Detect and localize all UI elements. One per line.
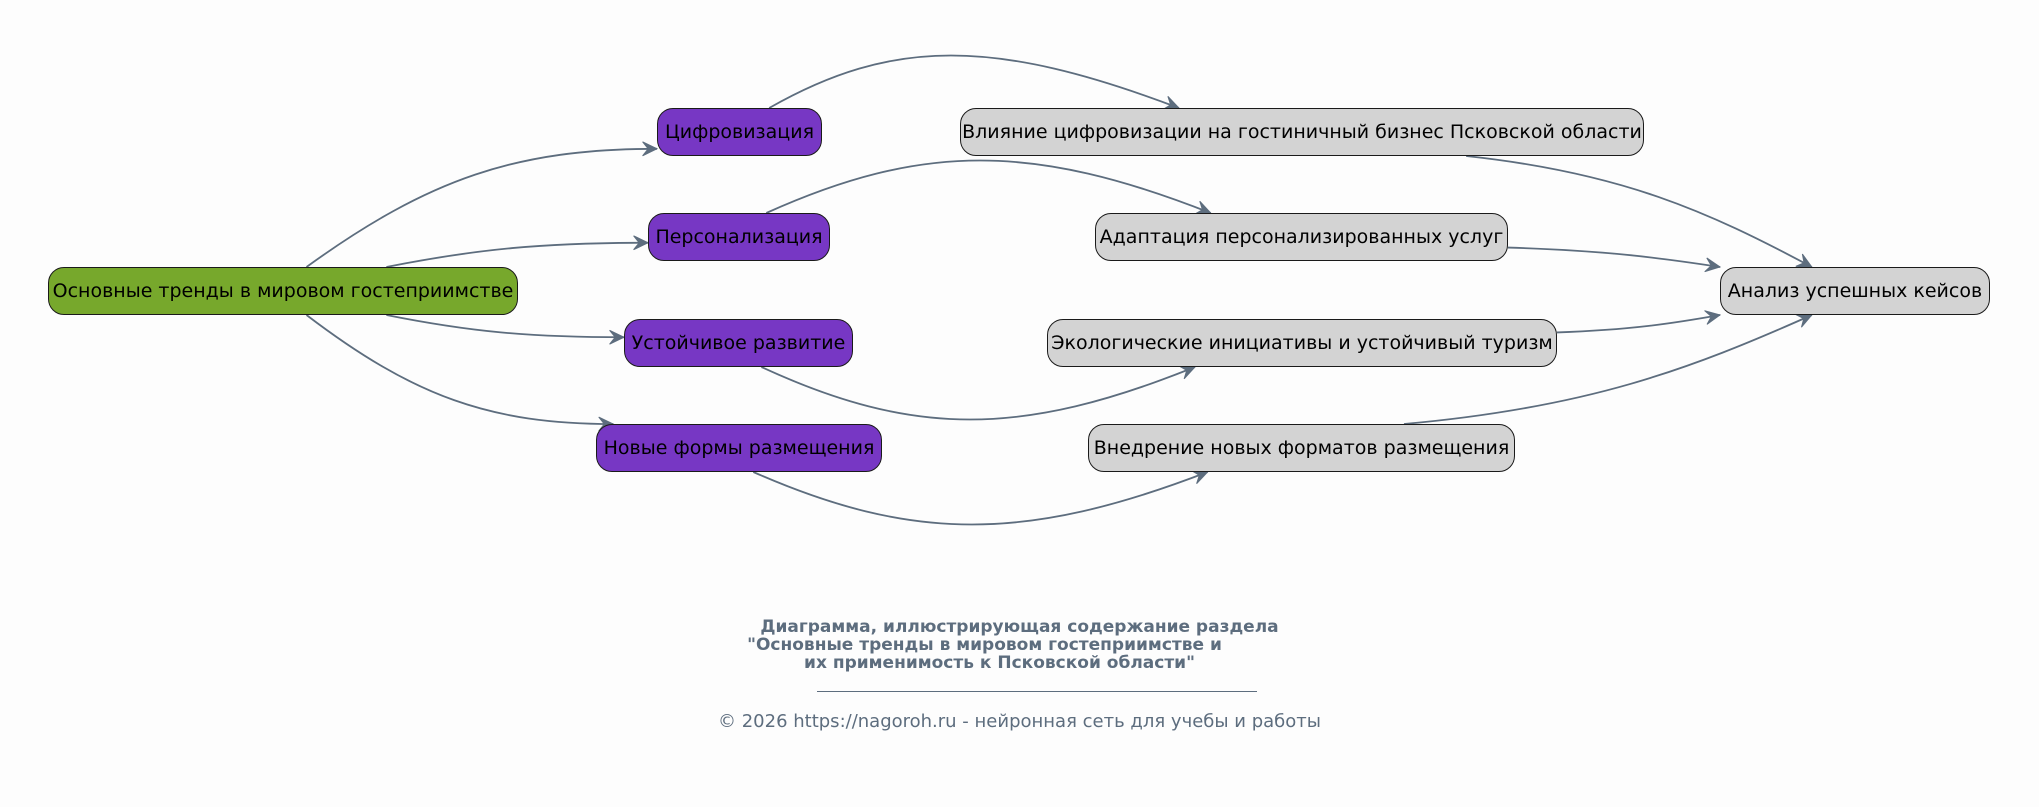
edge-digitalization-to-digital_impact: [768, 54, 1180, 109]
edge-new_accommodation-to-new_formats: [752, 471, 1208, 526]
caption-line-2: "Основные тренды в мировом гостеприимств…: [747, 635, 1222, 655]
edge-eco_initiatives-to-case_analysis: [1556, 314, 1721, 334]
node-digital-impact[interactable]: Влияние цифровизации на гостиничный бизн…: [960, 108, 1644, 156]
edge-root-to-digitalization: [305, 147, 658, 268]
caption-divider: [817, 691, 1257, 692]
arrowhead-icon: [1795, 253, 1813, 268]
node-personalization[interactable]: Персонализация: [648, 213, 830, 261]
node-new-accommodation[interactable]: Новые формы размещения: [596, 424, 882, 472]
arrowhead-icon: [633, 235, 650, 251]
node-new-formats[interactable]: Внедрение новых форматов размещения: [1088, 424, 1515, 472]
node-label: Персонализация: [655, 226, 823, 248]
node-sustainability[interactable]: Устойчивое развитие: [624, 319, 853, 367]
caption-line-1: Диаграмма, иллюстрирующая содержание раз…: [760, 617, 1279, 637]
edge-new_formats-to-case_analysis: [1403, 314, 1813, 425]
node-root-main-trends[interactable]: Основные тренды в мировом гостеприимстве: [48, 267, 518, 315]
node-digitalization[interactable]: Цифровизация: [657, 108, 822, 156]
arrowhead-icon: [642, 141, 659, 157]
node-label: Устойчивое развитие: [631, 332, 846, 354]
node-label: Адаптация персонализированных услуг: [1099, 226, 1504, 248]
edge-root-to-new_accommodation: [305, 314, 614, 425]
diagram-caption: Диаграмма, иллюстрирующая содержание раз…: [0, 618, 2039, 672]
edges-layer: [305, 54, 1813, 526]
node-personalized-services[interactable]: Адаптация персонализированных услуг: [1095, 213, 1508, 261]
node-eco-initiatives[interactable]: Экологические инициативы и устойчивый ту…: [1047, 319, 1557, 367]
arrowhead-icon: [1704, 310, 1722, 325]
edge-sustainability-to-eco_initiatives: [761, 366, 1196, 421]
node-label: Анализ успешных кейсов: [1727, 280, 1983, 302]
node-case-analysis[interactable]: Анализ успешных кейсов: [1720, 267, 1990, 315]
caption-line-3: их применимость к Псковской области": [804, 653, 1195, 673]
arrowhead-icon: [1704, 257, 1722, 273]
diagram: Основные тренды в мировом гостеприимстве…: [48, 54, 1990, 526]
edge-root-to-personalization: [386, 241, 649, 268]
node-label: Внедрение новых форматов размещения: [1093, 437, 1510, 459]
arrowhead-icon: [609, 329, 626, 345]
footer-copyright: © 2026 https://nagoroh.ru - нейронная се…: [717, 711, 1321, 732]
edge-personalization-to-personalized_services: [765, 159, 1211, 214]
node-label: Влияние цифровизации на гостиничный бизн…: [962, 121, 1642, 143]
edge-root-to-sustainability: [386, 314, 625, 339]
node-label: Цифровизация: [664, 121, 815, 143]
node-label: Новые формы размещения: [603, 437, 875, 459]
node-label: Основные тренды в мировом гостеприимстве: [52, 280, 514, 302]
edge-personalized_services-to-case_analysis: [1507, 246, 1721, 268]
node-label: Экологические инициативы и устойчивый ту…: [1051, 332, 1553, 354]
edge-digital_impact-to-case_analysis: [1466, 155, 1813, 268]
